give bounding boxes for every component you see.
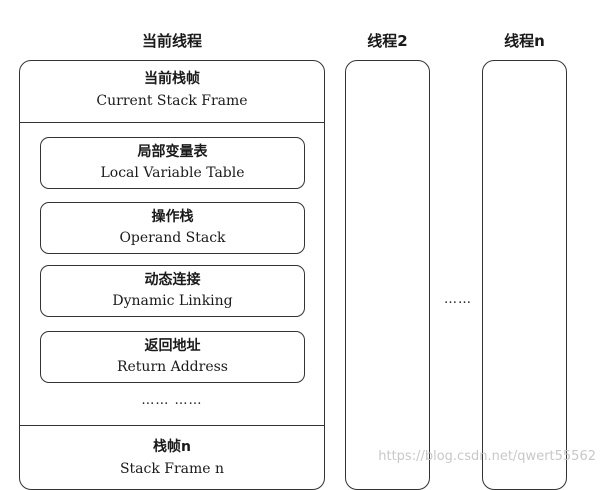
stack-frame-n-en: Stack Frame n xyxy=(119,461,225,477)
current-stack-frame-en: Current Stack Frame xyxy=(96,93,248,109)
watermark: https://blog.csdn.net/qwert55562 xyxy=(378,449,596,464)
between-threads-ellipsis: …… xyxy=(444,292,472,307)
threadn-stack xyxy=(482,60,567,490)
inner-ellipsis: …… …… xyxy=(141,393,203,408)
current-stack-frame: 当前栈帧 Current Stack Frame xyxy=(19,68,325,112)
current-thread-header: 当前线程 xyxy=(141,32,202,50)
stack-frame-n: 栈帧n Stack Frame n xyxy=(19,436,325,480)
thread2-stack xyxy=(345,60,430,490)
frame-divider-bottom xyxy=(19,425,325,426)
local-variable-table-zh: 局部变量表 xyxy=(137,144,208,160)
operand-stack-en: Operand Stack xyxy=(119,230,226,246)
return-address-zh: 返回地址 xyxy=(144,338,201,354)
local-variable-table-box: 局部变量表 Local Variable Table xyxy=(40,137,305,189)
dynamic-linking-en: Dynamic Linking xyxy=(112,293,233,309)
return-address-en: Return Address xyxy=(116,359,228,375)
dynamic-linking-zh: 动态连接 xyxy=(144,272,201,288)
return-address-box: 返回地址 Return Address xyxy=(40,331,305,383)
thread2-header: 线程2 xyxy=(367,32,408,50)
stack-frame-n-zh: 栈帧n xyxy=(153,439,191,455)
local-variable-table-en: Local Variable Table xyxy=(100,165,245,181)
threadn-header: 线程n xyxy=(504,32,545,50)
dynamic-linking-box: 动态连接 Dynamic Linking xyxy=(40,265,305,317)
operand-stack-box: 操作栈 Operand Stack xyxy=(40,202,305,254)
operand-stack-zh: 操作栈 xyxy=(151,209,194,225)
frame-divider-top xyxy=(19,122,325,123)
current-stack-frame-zh: 当前栈帧 xyxy=(144,71,200,87)
